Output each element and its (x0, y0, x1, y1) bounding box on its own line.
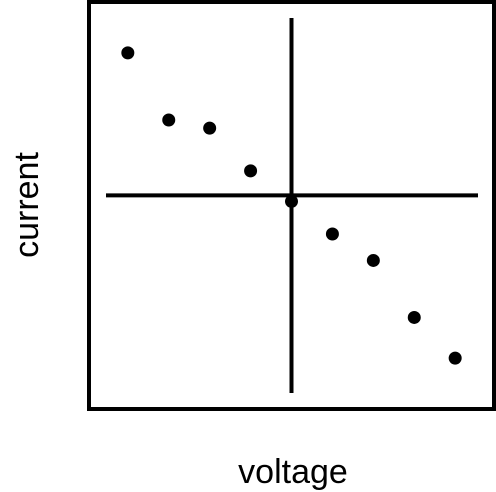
data-point (162, 113, 176, 127)
y-axis-title: current (8, 152, 46, 258)
data-point (448, 351, 462, 365)
data-points (121, 46, 462, 365)
data-point (325, 227, 339, 241)
plot-frame (87, 0, 496, 411)
data-point (244, 164, 258, 178)
data-point (366, 253, 380, 267)
x-axis-title: voltage (238, 453, 348, 491)
data-point (121, 46, 135, 60)
data-point (407, 310, 421, 324)
data-point (285, 194, 298, 208)
data-point (203, 121, 217, 135)
